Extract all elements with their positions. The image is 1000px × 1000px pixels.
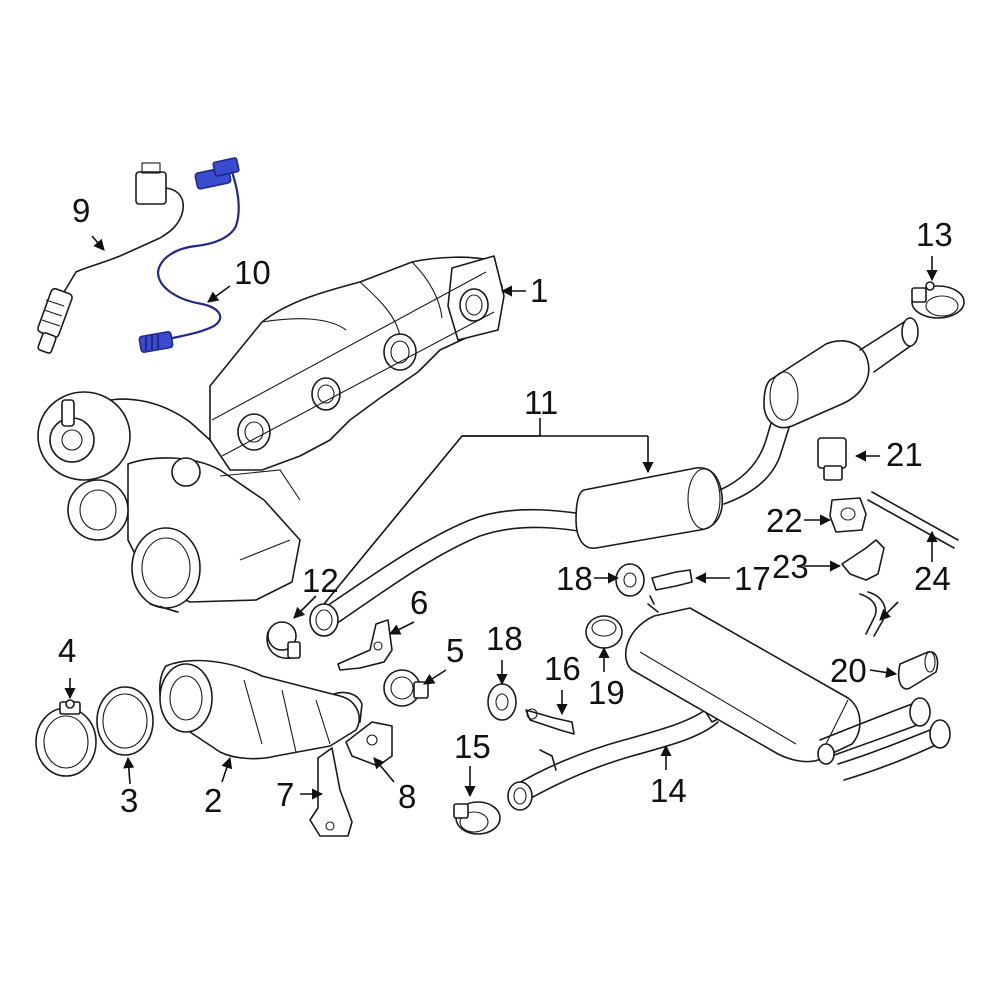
rubber-mount-22[interactable] xyxy=(829,497,867,533)
rubber-hanger-18-upper[interactable] xyxy=(615,563,645,597)
pipe-clamp-13[interactable] xyxy=(911,281,965,319)
callout-4[interactable]: 4 xyxy=(58,632,76,669)
bracket-17[interactable] xyxy=(651,569,693,591)
pipe-clamp-15[interactable] xyxy=(453,801,501,835)
intermediate-pipe-resonator[interactable] xyxy=(309,317,919,637)
callout-18-upper[interactable]: 18 xyxy=(556,560,593,597)
callout-24[interactable]: 24 xyxy=(914,560,951,597)
leader-lines xyxy=(64,235,938,800)
bracket-23[interactable] xyxy=(841,539,886,637)
rear-muffler[interactable] xyxy=(624,595,951,781)
callout-8[interactable]: 8 xyxy=(398,778,416,815)
exhaust-flap-valve[interactable] xyxy=(817,437,847,481)
exhaust-tip[interactable] xyxy=(897,650,939,690)
pipe-clamp-5[interactable] xyxy=(383,669,429,707)
callout-13[interactable]: 13 xyxy=(916,216,953,253)
bracket-7[interactable] xyxy=(309,747,353,837)
exhaust-manifold-turbo[interactable] xyxy=(37,255,505,613)
callout-23[interactable]: 23 xyxy=(772,548,809,585)
v-band-clamp[interactable] xyxy=(35,699,97,777)
rubber-hanger-18-lower[interactable] xyxy=(487,683,517,721)
callout-2[interactable]: 2 xyxy=(204,782,222,819)
callout-1[interactable]: 1 xyxy=(530,272,548,309)
callout-15[interactable]: 15 xyxy=(454,728,491,765)
oxygen-sensor-highlighted[interactable] xyxy=(138,157,240,353)
callout-14[interactable]: 14 xyxy=(650,772,687,809)
callout-10[interactable]: 10 xyxy=(234,254,271,291)
pipe-clamp-12[interactable] xyxy=(266,621,301,659)
callout-18-lower[interactable]: 18 xyxy=(486,620,523,657)
callout-17[interactable]: 17 xyxy=(734,560,771,597)
catalytic-converter[interactable] xyxy=(159,659,363,760)
callout-11[interactable]: 11 xyxy=(524,384,558,421)
bracket-6[interactable] xyxy=(337,619,393,671)
callout-19[interactable]: 19 xyxy=(588,674,625,711)
hanger-bracket-8[interactable] xyxy=(345,721,393,767)
callout-12[interactable]: 12 xyxy=(302,562,339,599)
bracket-16[interactable] xyxy=(525,708,575,735)
callout-6[interactable]: 6 xyxy=(410,584,428,621)
rubber-insulator[interactable] xyxy=(585,615,623,649)
callout-7[interactable]: 7 xyxy=(276,776,294,813)
callout-22[interactable]: 22 xyxy=(766,502,803,539)
callout-numbers: 1 2 3 4 5 6 7 8 9 10 11 12 13 14 15 16 1… xyxy=(58,192,953,819)
callout-3[interactable]: 3 xyxy=(120,782,138,819)
callout-16[interactable]: 16 xyxy=(544,650,581,687)
oxygen-sensor-upstream[interactable] xyxy=(37,162,184,354)
gasket[interactable] xyxy=(96,686,154,756)
callout-5[interactable]: 5 xyxy=(446,632,464,669)
callout-21[interactable]: 21 xyxy=(886,436,923,473)
vacuum-line-rod[interactable] xyxy=(867,491,959,549)
callout-9[interactable]: 9 xyxy=(72,192,90,229)
callout-20[interactable]: 20 xyxy=(830,652,867,689)
